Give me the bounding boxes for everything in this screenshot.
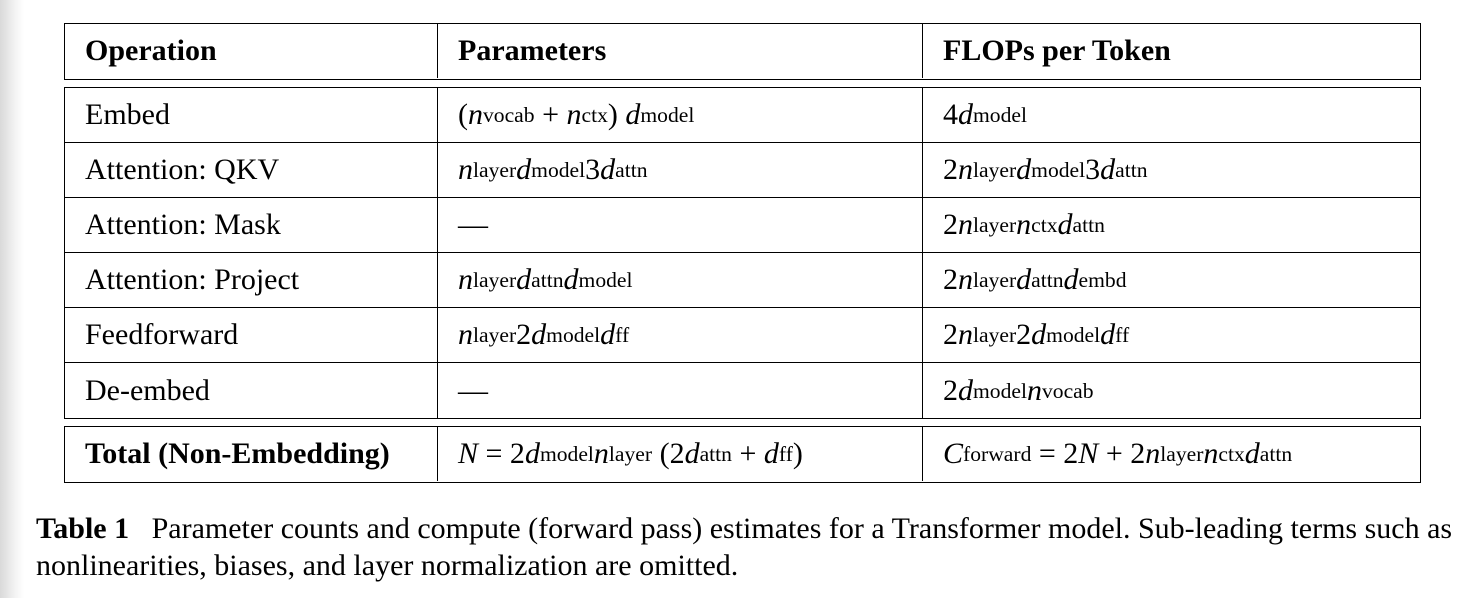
header-row: Operation Parameters FLOPs per Token [65, 24, 1420, 78]
header-operation: Operation [65, 24, 438, 78]
header-parameters: Parameters [438, 24, 923, 78]
operation-cell: Attention: Project [65, 253, 438, 307]
operation-cell: De-embed [65, 363, 438, 418]
header-flops: FLOPs per Token [943, 34, 1171, 67]
operation-cell: Feedforward [65, 308, 438, 362]
parameters-cell: — [438, 363, 923, 418]
page-edge-shadow [0, 0, 24, 598]
operation-cell: Embed [65, 88, 438, 142]
caption-text: Parameter counts and compute (forward pa… [36, 512, 1453, 582]
operation-cell: Attention: QKV [65, 143, 438, 197]
table-header: Operation Parameters FLOPs per Token [64, 23, 1421, 80]
caption-label: Table 1 [36, 512, 130, 545]
table-caption: Table 1 Parameter counts and compute (fo… [36, 510, 1456, 584]
total-operation-cell: Total (Non-Embedding) [65, 427, 438, 481]
parameters-cell: — [438, 198, 923, 252]
operation-cell: Attention: Mask [65, 198, 438, 252]
parameter-flops-table: Operation Parameters FLOPs per Token Emb… [64, 23, 1421, 483]
